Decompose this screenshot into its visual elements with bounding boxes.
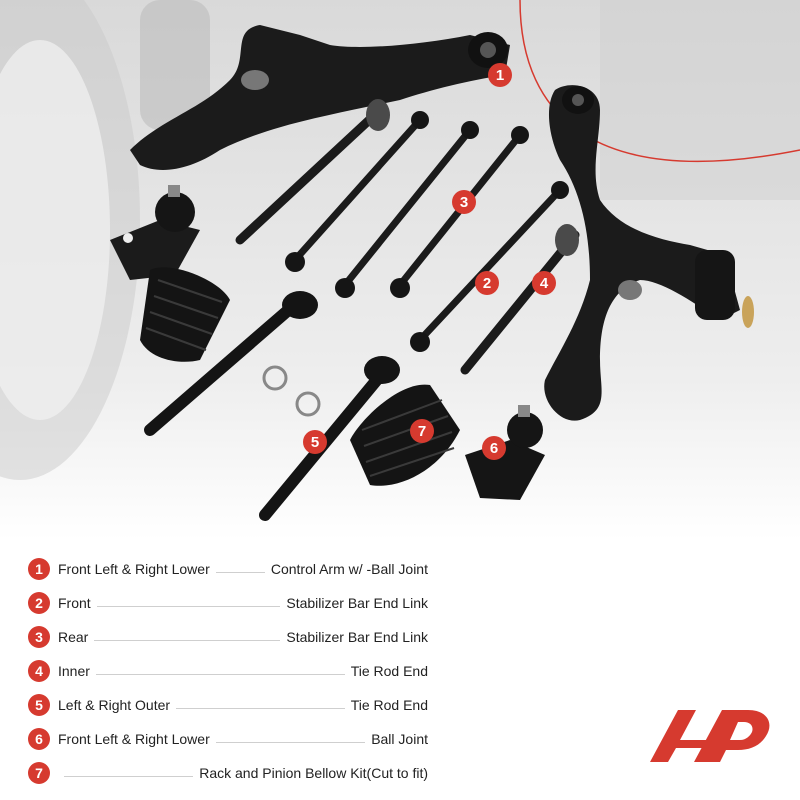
legend-right-text: Stabilizer Bar End Link: [286, 595, 428, 611]
legend-right-text: Tie Rod End: [350, 663, 428, 679]
product-photo: 1 2 3 4 5 6 7: [0, 0, 800, 540]
legend-row: 5 Left & Right Outer Tie Rod End: [28, 688, 428, 722]
legend-left-text: Front Left & Right Lower: [58, 731, 210, 747]
leader-line: [94, 639, 281, 641]
legend-row: 1 Front Left & Right Lower Control Arm w…: [28, 552, 428, 586]
legend-left-text: Inner: [58, 663, 90, 679]
legend-right-text: Control Arm w/ -Ball Joint: [270, 561, 428, 577]
bellows: [140, 267, 460, 486]
legend-row: 6 Front Left & Right Lower Ball Joint: [28, 722, 428, 756]
leader-line: [215, 571, 265, 573]
legend-left-text: Left & Right Outer: [58, 697, 171, 713]
legend-number-badge: 3: [28, 626, 50, 648]
control-arm-right: [544, 85, 754, 421]
legend-right-text: Rack and Pinion Bellow Kit(Cut to fit): [199, 765, 428, 781]
callout-badge-4: 4: [532, 271, 556, 295]
legend-left-text: Rear: [58, 629, 89, 645]
legend-number-badge: 7: [28, 762, 50, 784]
parts-legend: 1 Front Left & Right Lower Control Arm w…: [28, 552, 428, 790]
leader-line: [95, 673, 345, 675]
brand-logo-icon: [650, 706, 772, 764]
legend-row: 3 Rear Stabilizer Bar End Link: [28, 620, 428, 654]
legend-row: 7 Rack and Pinion Bellow Kit(Cut to fit): [28, 756, 428, 790]
callout-badge-5: 5: [303, 430, 327, 454]
legend-right-text: Stabilizer Bar End Link: [286, 629, 428, 645]
legend-left-text: Front Left & Right Lower: [58, 561, 210, 577]
callout-badge-1: 1: [488, 63, 512, 87]
legend-number-badge: 6: [28, 728, 50, 750]
legend-row: 4 Inner Tie Rod End: [28, 654, 428, 688]
control-arm-top: [130, 25, 510, 170]
leader-line: [64, 775, 194, 777]
legend-number-badge: 1: [28, 558, 50, 580]
callout-badge-3: 3: [452, 190, 476, 214]
leader-line: [176, 707, 345, 709]
legend-right-text: Ball Joint: [371, 731, 428, 747]
callout-badge-7: 7: [410, 419, 434, 443]
legend-number-badge: 4: [28, 660, 50, 682]
leader-line: [96, 605, 281, 607]
callout-badge-6: 6: [482, 436, 506, 460]
callout-badge-2: 2: [475, 271, 499, 295]
legend-number-badge: 5: [28, 694, 50, 716]
ball-joint-left: [110, 185, 200, 280]
legend-row: 2 Front Stabilizer Bar End Link: [28, 586, 428, 620]
legend-number-badge: 2: [28, 592, 50, 614]
leader-line: [215, 741, 366, 743]
legend-left-text: Front: [58, 595, 91, 611]
legend-right-text: Tie Rod End: [350, 697, 428, 713]
